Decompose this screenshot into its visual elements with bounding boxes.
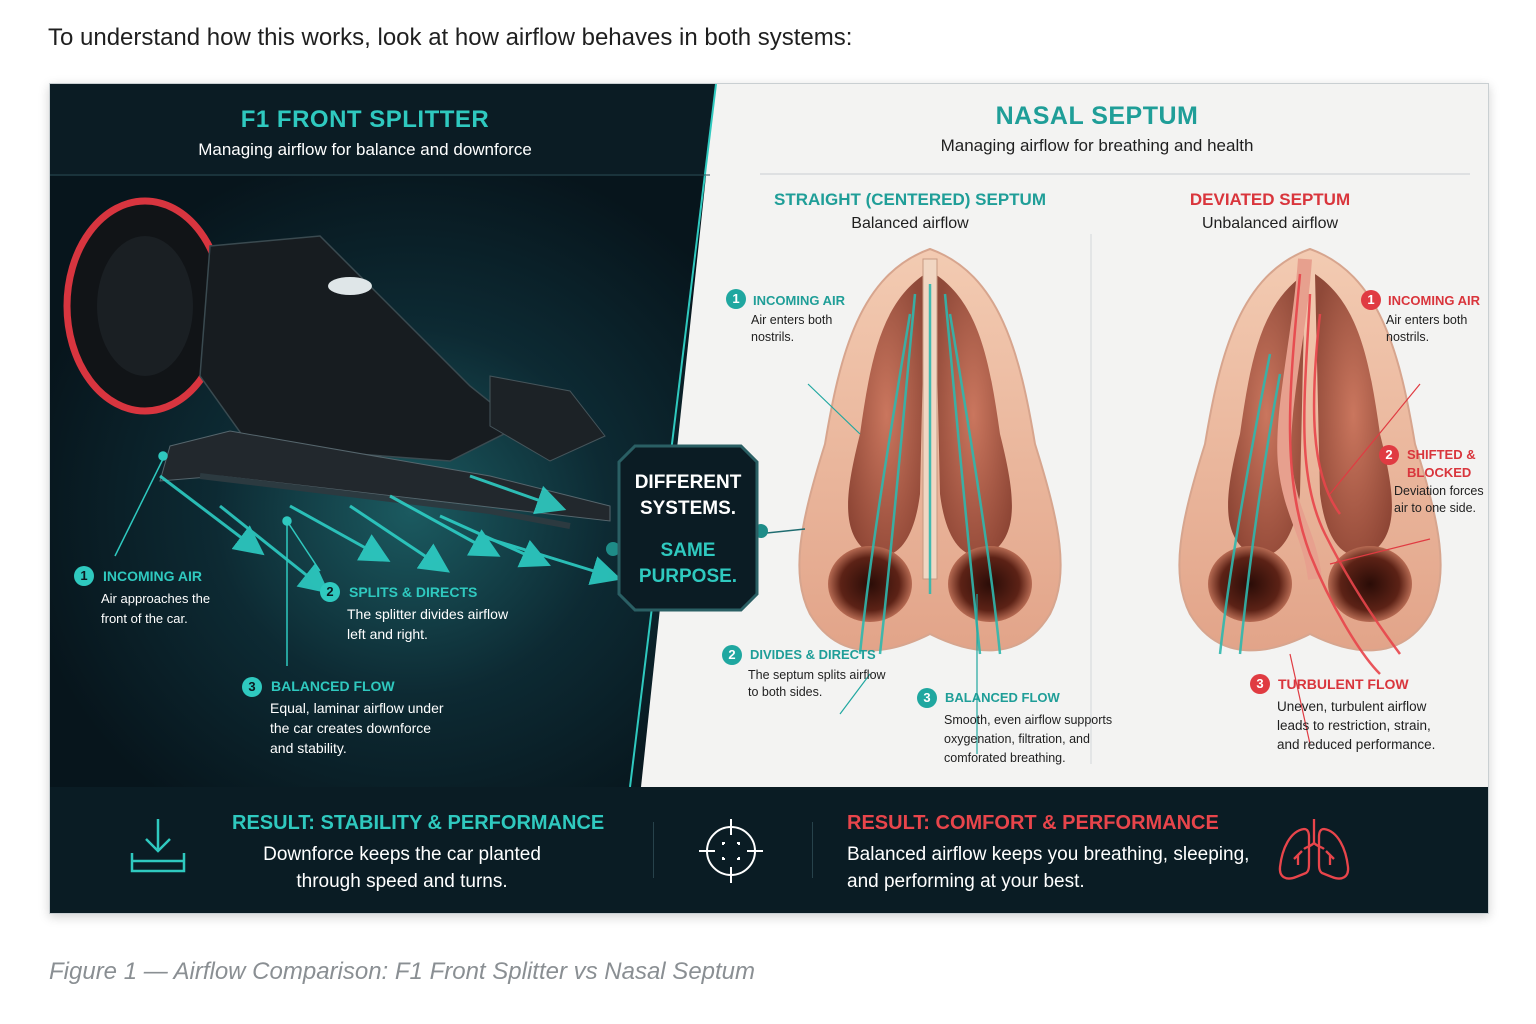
straight-callout-2-desc-line: The septum splits airflow [748, 668, 886, 682]
center-box-line2: SYSTEMS. [639, 498, 737, 519]
straight-callout-3-desc-line: Smooth, even airflow supports [944, 713, 1113, 727]
straight-callout-2-desc-line: to both sides. [748, 685, 823, 699]
deviated-callout-1-label: INCOMING AIR [1388, 293, 1480, 308]
deviated-callout-2-desc-line: air to one side. [1394, 501, 1476, 515]
deviated-septum-title: DEVIATED SEPTUM [1189, 190, 1351, 209]
f1-front-wing [159, 430, 611, 522]
deviated-septum-nose [1178, 247, 1442, 675]
lungs-icon [1278, 819, 1350, 880]
deviated-callout-3-desc-line: and reduced performance. [1277, 737, 1436, 752]
deviated-callout-1-desc-line: nostrils. [1386, 330, 1430, 344]
straight-callout-3-desc-line: oxygenation, filtration, and [944, 732, 1090, 746]
straight-septum-nose [798, 247, 1062, 655]
straight-callout-2-desc: The septum splits airflow to both sides. [748, 667, 886, 701]
intro-paragraph: To understand how this works, look at ho… [48, 24, 853, 51]
f1-callout-3-badge: 3 [242, 677, 262, 697]
deviated-callout-3-desc-line: Uneven, turbulent airflow [1277, 699, 1427, 714]
deviated-callout-3-label: TURBULENT FLOW [1278, 676, 1409, 692]
deviated-callout-1-desc-line: Air enters both [1386, 313, 1468, 327]
nasal-illustrations [798, 247, 1442, 754]
deviated-callout-1-badge: 1 [1361, 290, 1381, 310]
f1-nose [199, 235, 522, 462]
f1-callout-2-desc: The splitter divides airflow left and ri… [347, 604, 508, 644]
deviated-callout-3-badge: 3 [1250, 674, 1270, 694]
center-box-text: DIFFERENT SYSTEMS. SAME PURPOSE. [617, 470, 759, 590]
airflow-comparison-figure: DIFFERENT SYSTEMS. SAME PURPOSE. F1 FRON… [49, 83, 1489, 914]
f1-callout-2-desc-line: left and right. [347, 626, 428, 642]
straight-septum-title: STRAIGHT (CENTERED) SEPTUM [774, 190, 1046, 209]
deviated-callout-2-desc: Deviation forces air to one side. [1394, 483, 1484, 517]
result-right-title: RESULT: COMFORT & PERFORMANCE [847, 812, 1219, 834]
nasal-title: NASAL SEPTUM [995, 102, 1199, 130]
deviated-callout-2-label: SHIFTED & BLOCKED [1407, 446, 1476, 482]
deviated-callout-3-desc: Uneven, turbulent airflow leads to restr… [1277, 697, 1435, 754]
deviated-septum-subtitle: Unbalanced airflow [1201, 215, 1339, 232]
f1-callout-2-badge: 2 [320, 582, 340, 602]
result-right-desc-line: and performing at your best. [847, 871, 1085, 892]
deviated-callout-2-label-line: SHIFTED & [1407, 447, 1476, 462]
f1-callout-2-label: SPLITS & DIRECTS [349, 584, 478, 600]
straight-callout-2-badge: 2 [722, 645, 742, 665]
straight-callout-1-label: INCOMING AIR [753, 293, 845, 308]
result-divider-left [653, 822, 654, 878]
download-tray-icon [130, 819, 186, 873]
f1-callout-3-label: BALANCED FLOW [271, 678, 395, 694]
f1-callout-1-badge: 1 [74, 566, 94, 586]
straight-callout-3-desc-line: comforated breathing. [944, 751, 1066, 765]
f1-callout-1-desc-line: Air approaches the [101, 591, 211, 606]
deviated-callout-2-label-line: BLOCKED [1407, 465, 1472, 480]
f1-subtitle: Managing airflow for balance and downfor… [198, 140, 532, 159]
f1-title: F1 FRONT SPLITTER [240, 106, 490, 133]
f1-car-illustration [63, 197, 622, 666]
straight-callout-3-badge: 3 [917, 688, 937, 708]
left-nostril [828, 546, 912, 622]
right-nostril [948, 546, 1032, 622]
crosshair-icon [699, 819, 763, 883]
f1-callout-3-desc-line: and stability. [270, 740, 347, 756]
f1-callout-3-desc: Equal, laminar airflow under the car cre… [270, 698, 444, 758]
straight-callout-3-label: BALANCED FLOW [945, 690, 1060, 705]
result-left-desc: Downforce keeps the car planted through … [232, 841, 572, 895]
deviated-callout-2-desc-line: Deviation forces [1394, 484, 1484, 498]
straight-callout-1-desc-line: nostrils. [751, 330, 795, 344]
f1-callout-2-desc-line: The splitter divides airflow [347, 606, 509, 622]
result-right-desc-line: Balanced airflow keeps you breathing, sl… [847, 844, 1250, 865]
result-left-desc-line: Downforce keeps the car planted [263, 844, 541, 865]
result-right-desc: Balanced airflow keeps you breathing, sl… [847, 841, 1249, 895]
result-divider-right [812, 822, 813, 878]
results-bar: RESULT: STABILITY & PERFORMANCE Downforc… [50, 787, 1488, 913]
straight-callout-2-label: DIVIDES & DIRECTS [750, 647, 876, 662]
f1-callout-3-desc-line: the car creates downforce [270, 720, 432, 736]
straight-callout-3-desc: Smooth, even airflow supports oxygenatio… [944, 711, 1112, 768]
deviated-callout-3-desc-line: leads to restriction, strain, [1277, 718, 1431, 733]
nasal-subtitle: Managing airflow for breathing and healt… [940, 136, 1254, 155]
center-box-line3: SAME [660, 540, 716, 561]
straight-callout-1-desc-line: Air enters both [751, 313, 833, 327]
center-box-line1: DIFFERENT [634, 472, 742, 493]
center-box-frame [617, 444, 759, 612]
figure-caption: Figure 1 — Airflow Comparison: F1 Front … [49, 958, 756, 985]
result-left-title: RESULT: STABILITY & PERFORMANCE [232, 812, 605, 834]
deviated-callout-2-badge: 2 [1379, 445, 1399, 465]
result-left-desc-line: through speed and turns. [296, 871, 508, 892]
f1-callout-1-desc-line: front of the car. [101, 611, 188, 626]
deviated-callout-1-desc: Air enters both nostrils. [1386, 312, 1467, 346]
f1-callout-3-desc-line: Equal, laminar airflow under [270, 700, 444, 716]
f1-callout-1-label: INCOMING AIR [103, 568, 203, 584]
straight-callout-1-badge: 1 [726, 289, 746, 309]
straight-callout-1-desc: Air enters both nostrils. [751, 312, 832, 346]
center-box-line4: PURPOSE. [638, 566, 738, 587]
f1-callout-1-desc: Air approaches the front of the car. [101, 589, 210, 629]
straight-septum-subtitle: Balanced airflow [851, 215, 969, 232]
